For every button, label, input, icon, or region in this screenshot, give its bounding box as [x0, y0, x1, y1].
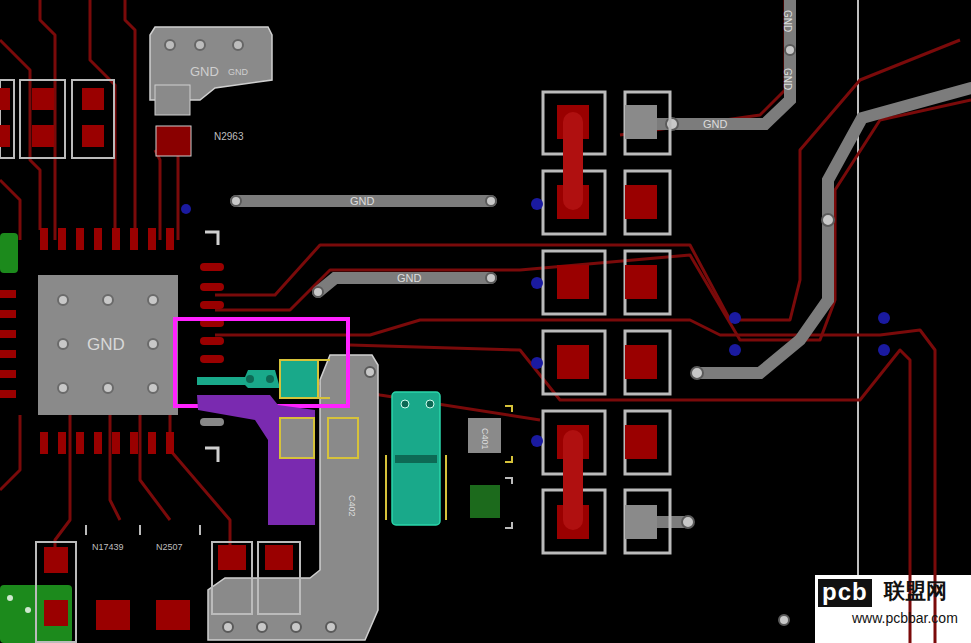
ref-designator: C402 — [347, 495, 356, 517]
watermark-logo: pcb — [818, 579, 872, 607]
net-label: GND — [782, 68, 792, 90]
net-label: GND — [397, 273, 421, 284]
net-label: GND — [87, 336, 125, 353]
net-label: GND — [228, 68, 248, 77]
ref-designator: C401 — [480, 428, 489, 450]
ref-designator: N2963 — [214, 132, 243, 142]
ref-designator: N2507 — [156, 543, 183, 552]
net-label: GND — [782, 10, 792, 32]
net-label: GND — [350, 196, 374, 207]
ref-designator: N17439 — [92, 543, 124, 552]
net-label: GND — [190, 65, 219, 78]
net-label: GND — [703, 119, 727, 130]
watermark-url: www.pcbbar.com — [852, 611, 958, 625]
watermark-text: 联盟网 — [884, 580, 947, 601]
